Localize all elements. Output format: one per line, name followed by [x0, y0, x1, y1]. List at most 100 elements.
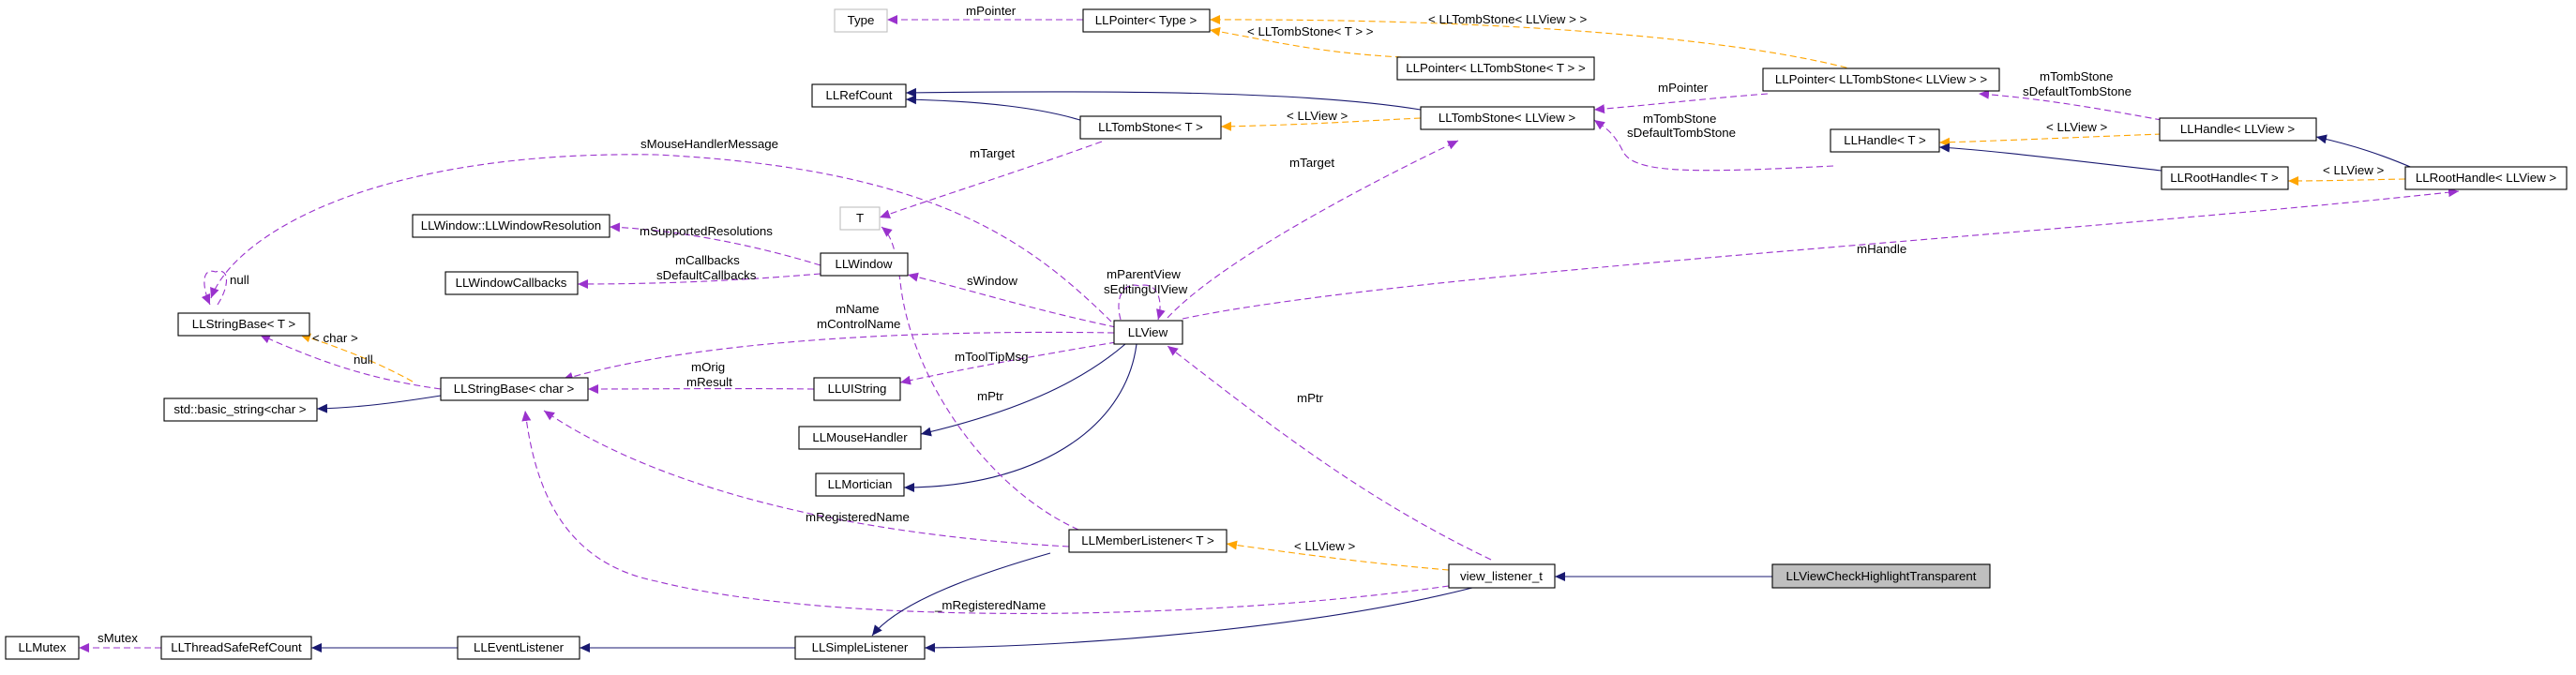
- label-mpointer-type: mPointer: [966, 4, 1017, 18]
- node-llmortician[interactable]: LLMortician: [815, 472, 905, 497]
- node-llroothandle-view-label: LLRootHandle< LLView >: [2416, 171, 2557, 185]
- edge-stringbase-char-to-stringbase-t-null: [259, 334, 442, 390]
- node-llviewcheckhighlighttransparent-label: LLViewCheckHighlightTransparent: [1785, 569, 1976, 583]
- label-mname: mName: [836, 302, 880, 316]
- edge-roothandle-view-to-roothandle-t: [2287, 175, 2406, 186]
- edge-roothandle-t-to-llhandle-t: [1938, 142, 2162, 172]
- node-llrefcount[interactable]: LLRefCount: [811, 83, 907, 108]
- node-std-basic-string-label: std::basic_string<char >: [173, 402, 306, 416]
- node-lltombstone-t-label: LLTombStone< T >: [1098, 120, 1203, 134]
- edge-llview-self: [1118, 284, 1166, 321]
- node-llsimplelistener-label: LLSimpleListener: [812, 640, 909, 654]
- node-view-listener[interactable]: view_listener_t: [1448, 563, 1556, 589]
- node-llview[interactable]: LLView: [1113, 320, 1183, 345]
- edge-llwindow-to-callbacks: [577, 273, 821, 289]
- node-llhandle-t-label: LLHandle< T >: [1844, 133, 1926, 147]
- edge-llwindow-to-resolution: [609, 222, 821, 266]
- node-llhandle-t[interactable]: LLHandle< T >: [1830, 128, 1940, 153]
- node-llthreadsaferefcount[interactable]: LLThreadSafeRefCount: [160, 636, 312, 660]
- label-mtarget-t: mTarget: [970, 146, 1015, 160]
- edge-tombstone-view-to-tombstone-t: [1220, 117, 1422, 131]
- node-llroothandle-view[interactable]: LLRootHandle< LLView >: [2404, 166, 2568, 190]
- node-llview-label: LLView: [1128, 325, 1168, 339]
- label-mptr-view: mPtr: [1297, 391, 1324, 405]
- edge-tombstone-view-to-refcount: [905, 87, 1422, 111]
- node-t[interactable]: T: [839, 206, 881, 231]
- label-null-self: null: [230, 273, 249, 287]
- node-llpointer-tomb-view-label: LLPointer< LLTombStone< LLView > >: [1775, 72, 1987, 86]
- edge-tombstone-t-to-refcount: [905, 95, 1084, 122]
- edge-viewlistener-to-simplelistener: [924, 587, 1473, 652]
- node-llpointer-tomb-view[interactable]: LLPointer< LLTombStone< LLView > >: [1762, 68, 2000, 92]
- node-llwindowcallbacks[interactable]: LLWindowCallbacks: [444, 271, 579, 295]
- node-lltombstone-view[interactable]: LLTombStone< LLView >: [1420, 106, 1595, 130]
- label-tomb-t-args: < LLTombStone< T > >: [1247, 24, 1374, 38]
- label-sdefaulttombstone-1: sDefaultTombStone: [1627, 126, 1736, 140]
- node-llmemberlistener[interactable]: LLMemberListener< T >: [1068, 529, 1228, 553]
- label-mparentview: mParentView: [1107, 267, 1181, 281]
- node-type[interactable]: Type: [834, 8, 888, 33]
- node-llroothandle-t-label: LLRootHandle< T >: [2170, 171, 2279, 185]
- edge-llview-to-llwindow: [907, 272, 1117, 328]
- node-lleventlistener-label: LLEventListener: [474, 640, 565, 654]
- label-mptr-mouse: mPtr: [977, 389, 1004, 403]
- edge-llview-to-roothandle-view: [1182, 188, 2460, 320]
- node-lluistring[interactable]: LLUIString: [813, 377, 901, 401]
- label-char-arg: < char >: [312, 331, 358, 345]
- node-llstringbase-char[interactable]: LLStringBase< char >: [440, 377, 589, 401]
- node-std-basic-string[interactable]: std::basic_string<char >: [163, 398, 318, 422]
- label-smutex: sMutex: [98, 631, 138, 645]
- edge-stringbase-char-to-stringbase-t: [299, 333, 414, 382]
- edge-roothandle-view-to-llhandle-view: [2315, 134, 2416, 170]
- node-llstringbase-t-label: LLStringBase< T >: [192, 317, 296, 331]
- edge-llview-to-mortician: [903, 343, 1137, 492]
- node-t-label: T: [856, 211, 864, 225]
- label-mpointer-view: mPointer: [1658, 81, 1709, 95]
- node-llmemberlistener-label: LLMemberListener< T >: [1081, 533, 1214, 548]
- node-llviewcheckhighlighttransparent[interactable]: LLViewCheckHighlightTransparent: [1771, 563, 1991, 589]
- node-llwindow-resolution-label: LLWindow::LLWindowResolution: [421, 218, 601, 232]
- label-llview-arg-handle: < LLView >: [2046, 120, 2108, 134]
- node-llmousehandler-label: LLMouseHandler: [812, 430, 908, 444]
- label-mcallbacks: mCallbacks: [675, 253, 740, 267]
- edge-stringbase-char-to-basic-string: [316, 395, 442, 413]
- node-lleventlistener[interactable]: LLEventListener: [457, 636, 580, 660]
- edge-llhandle-view-to-llhandle-t: [1938, 133, 2162, 147]
- node-llmutex-label: LLMutex: [19, 640, 67, 654]
- label-mtarget-view: mTarget: [1289, 156, 1334, 170]
- node-llmutex[interactable]: LLMutex: [5, 636, 80, 660]
- edge-llview-to-stringbase-char: [562, 331, 1115, 382]
- node-llmousehandler[interactable]: LLMouseHandler: [798, 426, 922, 450]
- label-tomb-view-args: < LLTombStone< LLView > >: [1428, 12, 1588, 26]
- label-llview-arg-member: < LLView >: [1294, 539, 1356, 553]
- node-llpointer-tomb-t-label: LLPointer< LLTombStone< T > >: [1406, 61, 1586, 75]
- node-llwindow[interactable]: LLWindow: [820, 252, 909, 277]
- edge-viewlistener-to-llview: [1167, 345, 1492, 561]
- node-llpointer-tomb-t[interactable]: LLPointer< LLTombStone< T > >: [1396, 56, 1595, 81]
- node-llroothandle-t[interactable]: LLRootHandle< T >: [2161, 166, 2289, 190]
- edge-tomb-view-ptr-to-tombstone: [1593, 93, 1769, 114]
- node-llhandle-view[interactable]: LLHandle< LLView >: [2159, 117, 2317, 142]
- label-sdefaultcallbacks: sDefaultCallbacks: [656, 268, 757, 282]
- label-sdefaulttombstone-2: sDefaultTombStone: [2023, 84, 2132, 98]
- edge-tomb-t-to-llpointer-type: [1209, 26, 1403, 58]
- node-llrefcount-label: LLRefCount: [826, 88, 893, 102]
- node-lluistring-label: LLUIString: [828, 382, 887, 396]
- node-view-listener-label: view_listener_t: [1460, 569, 1543, 583]
- label-mregisteredname-1: mRegisteredName: [806, 510, 910, 524]
- edge-llview-to-stringbase-t-mousehandler: [210, 154, 1112, 322]
- label-msupportedresolutions: mSupportedResolutions: [640, 224, 773, 238]
- edge-llview-to-tombstone-view: [1167, 140, 1459, 319]
- node-llpointer-type[interactable]: LLPointer< Type >: [1082, 8, 1211, 33]
- edge-memberlistener-to-simplelistener: [871, 552, 1051, 637]
- node-llsimplelistener[interactable]: LLSimpleListener: [794, 636, 926, 660]
- node-lltombstone-t[interactable]: LLTombStone< T >: [1079, 115, 1222, 140]
- edge-memberlistener-to-t: [881, 226, 1079, 531]
- node-type-label: Type: [848, 13, 875, 27]
- label-morig: mOrig: [691, 360, 725, 374]
- node-llstringbase-t[interactable]: LLStringBase< T >: [177, 312, 310, 337]
- edge-stringbase-t-self-null: [201, 270, 228, 306]
- label-mtombstone-2: mTombStone: [2040, 69, 2113, 83]
- node-llwindow-resolution[interactable]: LLWindow::LLWindowResolution: [412, 214, 610, 238]
- label-llview-arg-root: < LLView >: [2323, 163, 2385, 177]
